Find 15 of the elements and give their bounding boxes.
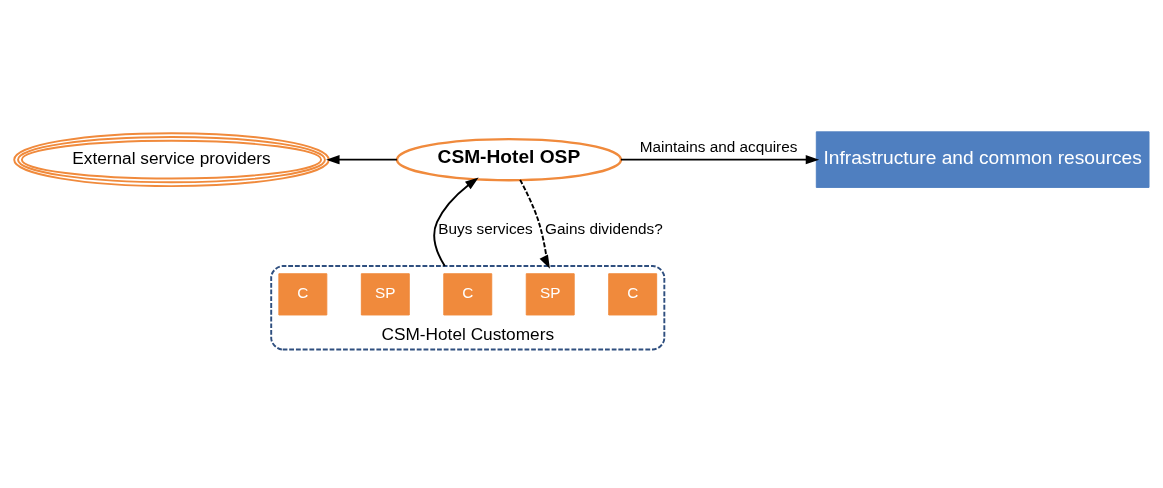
node-box: Infrastructure and common resources bbox=[815, 130, 1150, 188]
edge-label: Gains dividends? bbox=[545, 219, 663, 237]
node-ellipse: CSM-Hotel OSP bbox=[395, 137, 623, 181]
edge-label: Maintains and acquires bbox=[639, 137, 798, 155]
node-box: C bbox=[278, 272, 328, 315]
node-ellipse: External service providers bbox=[13, 131, 330, 187]
edge-label: Buys services bbox=[438, 219, 533, 237]
node-box: SP bbox=[360, 272, 410, 315]
node-box: SP bbox=[525, 272, 575, 315]
arrow bbox=[519, 178, 550, 269]
node-box: C bbox=[608, 272, 658, 315]
arrow bbox=[326, 154, 398, 164]
arrow bbox=[433, 177, 479, 267]
arrow bbox=[620, 154, 820, 164]
node-box: C bbox=[443, 272, 493, 315]
